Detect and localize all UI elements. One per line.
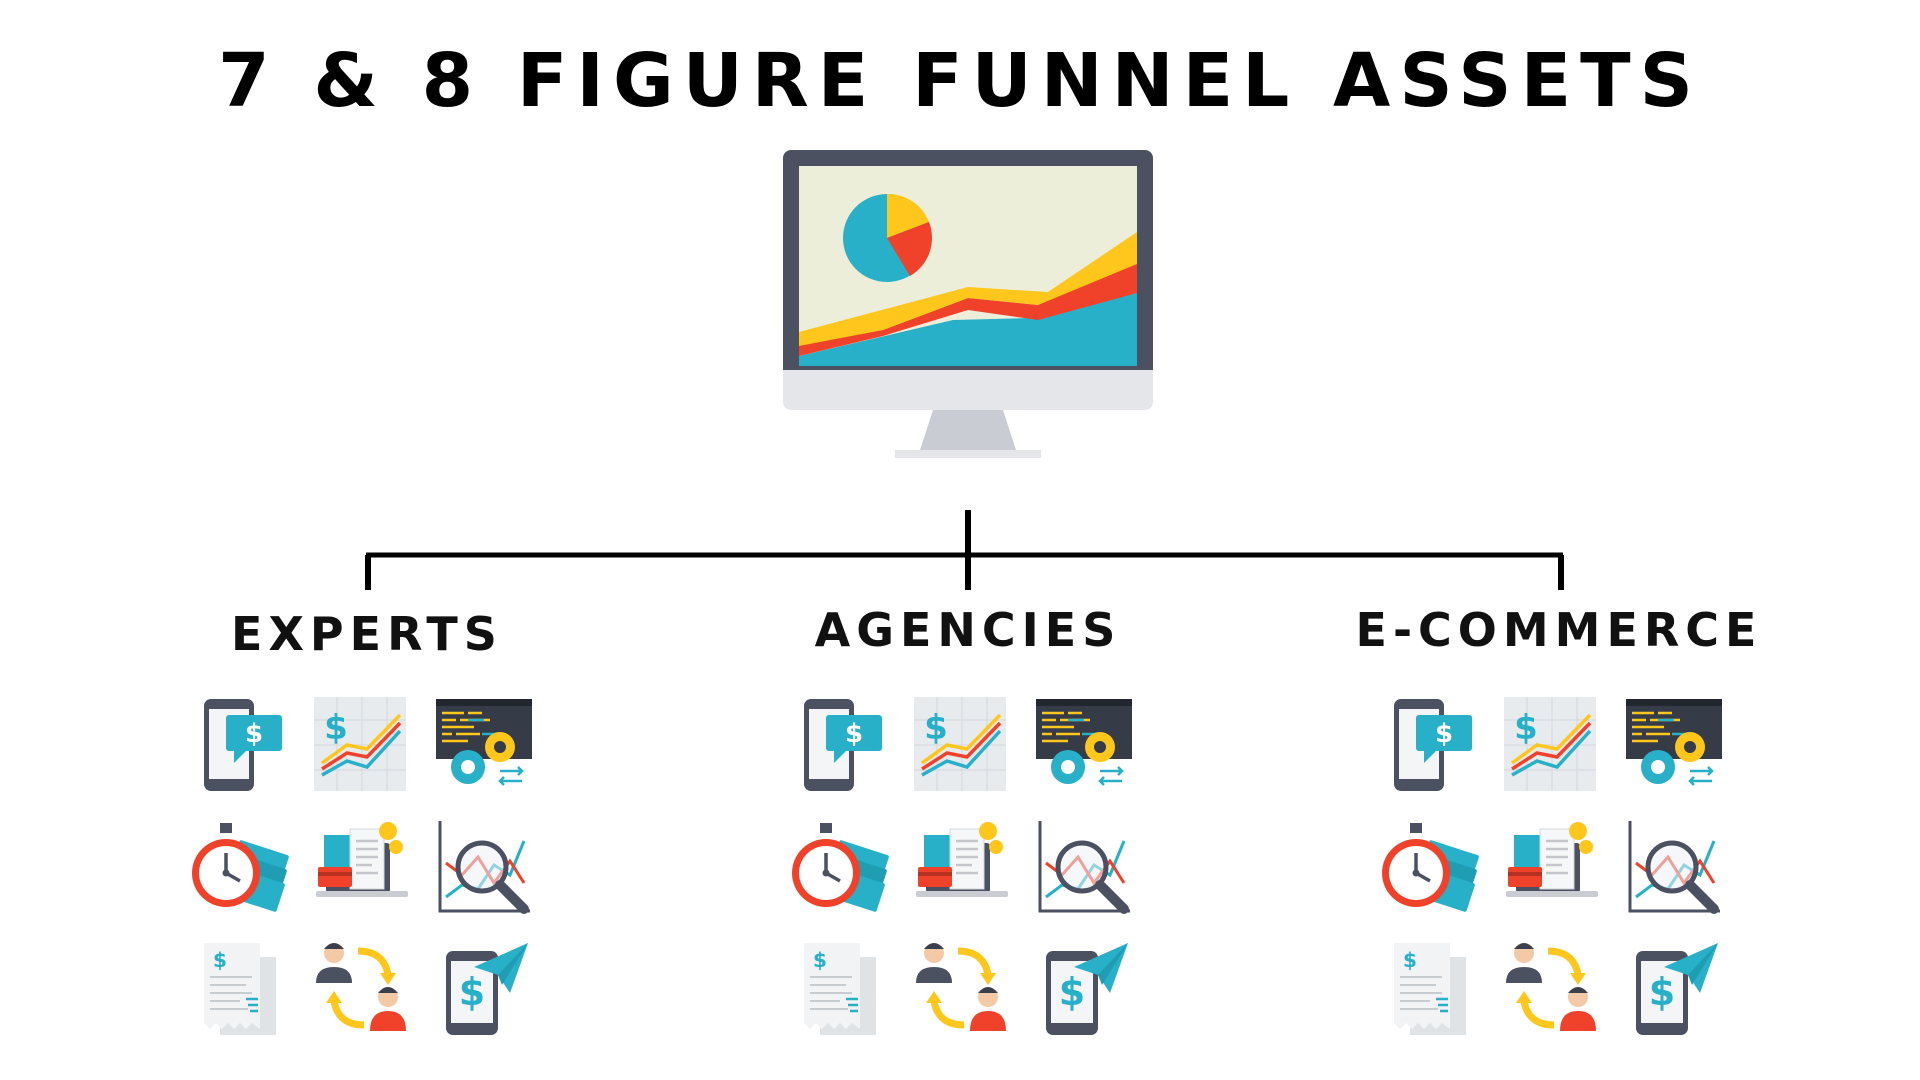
stopwatch-money-icon [190,817,290,917]
chart-analysis-magnifier-icon [1034,817,1134,917]
chart-analysis-magnifier-icon [1624,817,1724,917]
svg-text:$: $ [245,719,263,749]
svg-text:$: $ [924,708,948,748]
phone-payment-message-icon: $ [1380,695,1480,795]
receipt-documents-icon: $ [190,939,290,1039]
category-label-experts: EXPERTS [231,607,503,661]
code-settings-screen-icon [434,695,534,795]
svg-text:$: $ [1059,970,1085,1014]
category-label-ecommerce: E-COMMERCE [1355,603,1763,657]
chart-analysis-magnifier-icon [434,817,534,917]
svg-text:$: $ [845,719,863,749]
people-exchange-icon [312,939,412,1039]
people-exchange-icon [912,939,1012,1039]
svg-text:$: $ [1649,970,1675,1014]
svg-text:$: $ [213,948,227,972]
icon-grid-agencies: $ $ $ [790,695,1150,1055]
phone-payment-message-icon: $ [790,695,890,795]
svg-text:$: $ [1403,948,1417,972]
laptop-invoice-payment-icon [912,817,1012,917]
svg-text:$: $ [324,708,348,748]
dollar-growth-chart-icon: $ [912,695,1012,795]
svg-text:$: $ [1435,719,1453,749]
people-exchange-icon [1502,939,1602,1039]
phone-payment-message-icon: $ [190,695,290,795]
phone-dollar-send-icon: $ [1034,939,1134,1039]
svg-text:$: $ [459,970,485,1014]
dollar-growth-chart-icon: $ [312,695,412,795]
stopwatch-money-icon [790,817,890,917]
phone-dollar-send-icon: $ [1624,939,1724,1039]
page-title: 7 & 8 FIGURE FUNNEL ASSETS [218,38,1702,124]
stopwatch-money-icon [1380,817,1480,917]
receipt-documents-icon: $ [790,939,890,1039]
code-settings-screen-icon [1624,695,1724,795]
laptop-invoice-payment-icon [312,817,412,917]
laptop-invoice-payment-icon [1502,817,1602,917]
monitor-with-charts-icon [783,150,1153,480]
receipt-documents-icon: $ [1380,939,1480,1039]
svg-text:$: $ [1514,708,1538,748]
dollar-growth-chart-icon: $ [1502,695,1602,795]
phone-dollar-send-icon: $ [434,939,534,1039]
icon-grid-ecommerce: $ $ $ [1380,695,1740,1055]
code-settings-screen-icon [1034,695,1134,795]
category-label-agencies: AGENCIES [814,603,1122,657]
icon-grid-experts: $ $ $ [190,695,550,1055]
svg-text:$: $ [813,948,827,972]
